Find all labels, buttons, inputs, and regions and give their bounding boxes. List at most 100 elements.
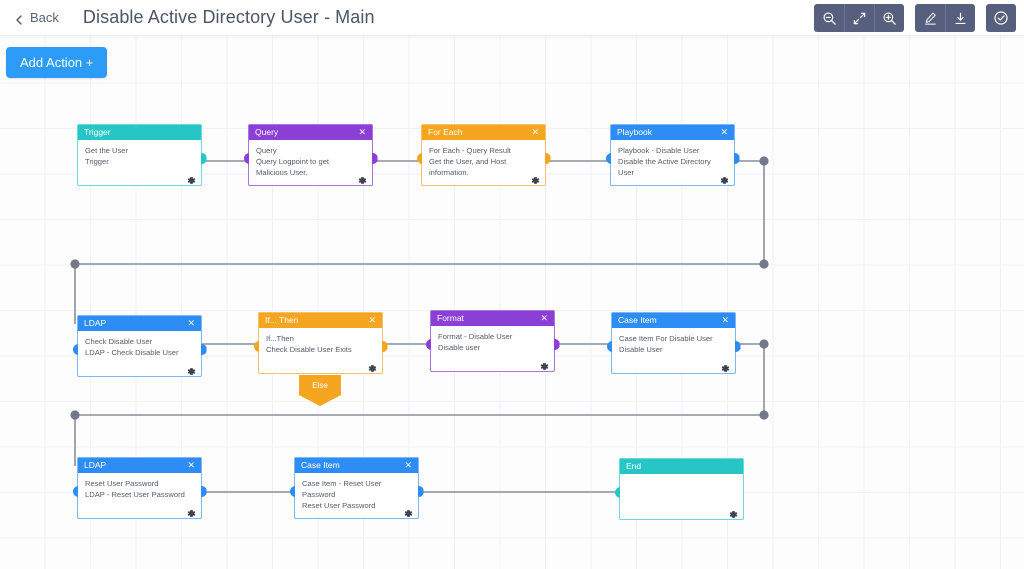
close-icon[interactable]: ✕ <box>187 318 195 328</box>
node-header: If... Then ✕ <box>259 313 382 328</box>
fit-to-screen-button[interactable] <box>844 4 874 32</box>
node-for-each[interactable]: For Each ✕ For Each - Query Result Get t… <box>416 124 551 186</box>
node-body: Check Disable User LDAP - Check Disable … <box>78 331 201 358</box>
node-ldap-check[interactable]: LDAP ✕ Check Disable User LDAP - Check D… <box>72 315 207 377</box>
close-icon[interactable]: ✕ <box>404 460 412 470</box>
download-button[interactable] <box>945 4 975 32</box>
close-icon[interactable]: ✕ <box>540 313 548 323</box>
gear-icon[interactable] <box>187 363 196 375</box>
waypoint <box>759 259 769 269</box>
output-port[interactable] <box>372 153 378 164</box>
node-end[interactable]: End <box>614 458 744 520</box>
input-port[interactable] <box>605 153 611 164</box>
zoom-out-button[interactable] <box>814 4 844 32</box>
node-format[interactable]: Format ✕ Format - Disable User Disable u… <box>425 310 560 372</box>
gear-icon[interactable] <box>404 505 413 517</box>
node-ldap-reset[interactable]: LDAP ✕ Reset User Password LDAP - Reset … <box>72 457 207 519</box>
gear-icon[interactable] <box>721 360 730 372</box>
gear-icon[interactable] <box>368 360 377 372</box>
gear-icon[interactable] <box>540 358 549 370</box>
toolbar <box>814 0 1016 36</box>
page-title: Disable Active Directory User - Main <box>82 7 375 27</box>
node-line: For Each - Query Result <box>429 146 511 155</box>
pencil-icon <box>923 11 938 26</box>
input-port[interactable] <box>72 344 78 355</box>
node-header: Query ✕ <box>249 125 372 140</box>
gear-icon[interactable] <box>729 506 738 518</box>
download-icon <box>953 11 968 26</box>
output-port[interactable] <box>201 344 207 355</box>
gear-icon[interactable] <box>531 172 540 184</box>
node-line: Reset User Password <box>85 479 159 488</box>
node-if-then[interactable]: If... Then ✕ If...Then Check Disable Use… <box>253 312 388 374</box>
approve-button[interactable] <box>986 4 1016 32</box>
close-icon[interactable]: ✕ <box>720 127 728 137</box>
node-case-item-disable[interactable]: Case Item ✕ Case Item For Disable User D… <box>606 312 741 374</box>
node-line: information. <box>429 168 469 178</box>
node-body <box>620 474 743 479</box>
node-title: Playbook <box>617 128 652 137</box>
output-port[interactable] <box>545 153 551 164</box>
waypoint <box>70 410 80 420</box>
node-header: Format ✕ <box>431 311 554 326</box>
output-port[interactable] <box>554 339 560 350</box>
gear-icon[interactable] <box>358 172 367 184</box>
edit-button[interactable] <box>915 4 945 32</box>
workflow-canvas[interactable]: Add Action + <box>0 36 1024 569</box>
node-query[interactable]: Query ✕ Query Query Logpoint to get Mali… <box>243 124 378 186</box>
input-port[interactable] <box>614 487 620 498</box>
gear-icon[interactable] <box>187 172 196 184</box>
node-header: LDAP ✕ <box>78 316 201 331</box>
node-title: Format <box>437 314 464 323</box>
close-icon[interactable]: ✕ <box>358 127 366 137</box>
node-body: Case Item - Reset User Password Reset Us… <box>295 473 418 511</box>
node-playbook[interactable]: Playbook ✕ Playbook - Disable User Disab… <box>605 124 740 186</box>
node-header: LDAP ✕ <box>78 458 201 473</box>
zoom-controls-group <box>814 4 904 32</box>
add-action-button[interactable]: Add Action + <box>6 47 108 78</box>
close-icon[interactable]: ✕ <box>721 315 729 325</box>
check-circle-icon <box>993 10 1009 26</box>
node-trigger[interactable]: Trigger Get the User Trigger <box>77 124 207 186</box>
node-title: Query <box>255 128 279 137</box>
zoom-in-button[interactable] <box>874 4 904 32</box>
node-line: Case Item For Disable User <box>619 334 713 343</box>
input-port[interactable] <box>72 486 78 497</box>
node-line: Password <box>302 490 336 500</box>
output-port[interactable] <box>418 486 424 497</box>
node-case-item-reset[interactable]: Case Item ✕ Case Item - Reset User Passw… <box>289 457 424 519</box>
node-line: Case Item - Reset User <box>302 479 382 488</box>
input-port[interactable] <box>416 153 422 164</box>
node-line: Check Disable User <box>85 337 153 346</box>
input-port[interactable] <box>606 341 612 352</box>
node-line: Playbook - Disable User <box>618 146 700 155</box>
node-header: Trigger <box>78 125 201 140</box>
close-icon[interactable]: ✕ <box>531 127 539 137</box>
output-port[interactable] <box>735 341 741 352</box>
close-icon[interactable]: ✕ <box>368 315 376 325</box>
output-port[interactable] <box>734 153 740 164</box>
node-title: For Each <box>428 128 463 137</box>
back-button[interactable]: Back <box>14 10 59 25</box>
node-line: User <box>618 168 635 178</box>
gear-icon[interactable] <box>187 505 196 517</box>
else-branch-tab[interactable]: Else <box>299 375 341 406</box>
gear-icon[interactable] <box>720 172 729 184</box>
input-port[interactable] <box>425 339 431 350</box>
node-body: Case Item For Disable User Disable User <box>612 328 735 355</box>
node-title: LDAP <box>84 319 107 328</box>
node-body: For Each - Query Result Get the User, an… <box>422 140 545 178</box>
input-port[interactable] <box>289 486 295 497</box>
input-port[interactable] <box>243 153 249 164</box>
output-port[interactable] <box>201 486 207 497</box>
output-port[interactable] <box>382 341 388 352</box>
fit-screen-icon <box>852 11 867 26</box>
input-port[interactable] <box>253 341 259 352</box>
node-line: Disable user <box>438 343 481 353</box>
node-body: Format - Disable User Disable user <box>431 326 554 353</box>
close-icon[interactable]: ✕ <box>187 460 195 470</box>
approve-group <box>986 4 1016 32</box>
output-port[interactable] <box>201 153 207 164</box>
top-bar: Back Disable Active Directory User - Mai… <box>0 0 1024 36</box>
waypoint <box>70 259 80 269</box>
